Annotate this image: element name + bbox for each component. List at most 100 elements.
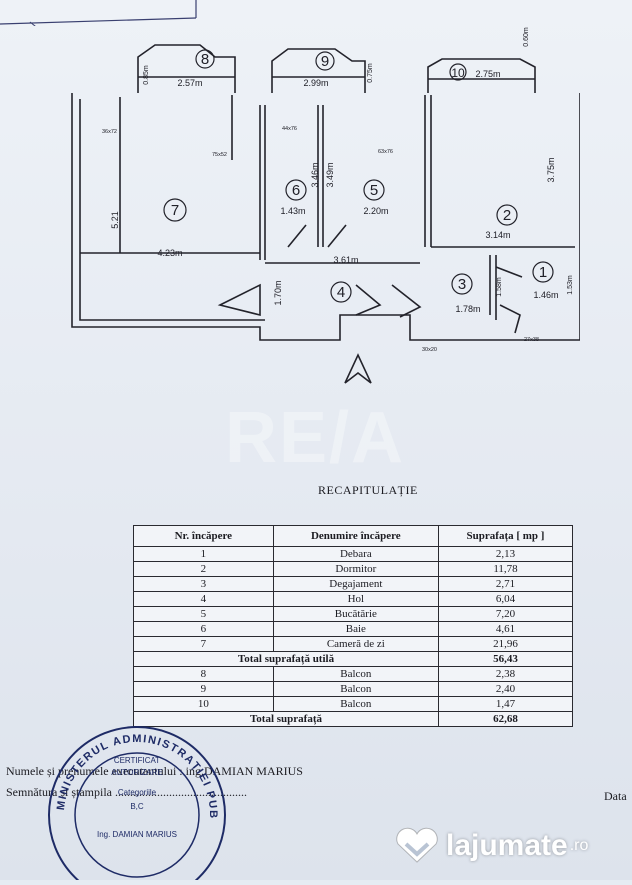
room-1-depth: 1.53m [567,275,574,295]
logo-suffix: .ro [569,837,589,854]
opening-label-b: 75x52 [212,152,227,158]
cell-area: 7,20 [438,606,573,622]
balcony-10-depth: 0.60m [523,27,530,47]
room-2-number: 2 [503,207,511,224]
official-stamp: MINISTERUL ADMINISTRAȚIEI PUBLICE CERTIF… [37,706,232,885]
date-label: Data [604,789,627,803]
stamp-line-1: CERTIFICAT [114,756,160,765]
room-5-width: 2.20m [363,206,388,216]
floor-plan: 8 9 10 1 2 3 4 5 6 7 2.57m 0.85m 2.99m 0… [60,15,581,385]
cell-nr: 1 [133,546,274,562]
balcony-10-width: 2.75m [475,69,500,79]
col-header-area: Suprafața [ mp ] [438,525,573,547]
stamp-line-2: AUTORIZARE [111,768,162,777]
balcony-9-depth: 0.75m [367,63,374,83]
cell-nr: 2 [133,561,274,577]
room-2-depth: 3.75m [546,157,556,182]
balcony-8-depth: 0.85m [143,65,150,85]
hall-width: 3.61m [333,255,358,265]
room-6-depth: 3.46m [310,162,320,187]
cell-nr: 7 [133,636,274,652]
opening-label-f: 30x20 [422,347,437,353]
room-1-width: 1.46m [533,290,558,300]
paper-edge-lines [0,0,197,26]
col-header-room-name: Denumire încăpere [272,525,440,547]
stamp-line-4: B,C [130,802,144,811]
total-area-row: Total suprafață 62,68 [132,711,573,727]
floor-plan-drawing: 8 9 10 1 2 3 4 5 6 7 2.57m 0.85m 2.99m 0… [71,27,581,384]
stamp-seal: MINISTERUL ADMINISTRAȚIEI PUBLICE CERTIF… [37,706,226,885]
cell-nr: 6 [133,621,274,637]
room-3-depth: 1.58m [496,277,503,297]
room-5-number: 5 [370,182,378,199]
useful-area-label: Total suprafață utilă [132,651,440,667]
cell-name: Balcon [272,681,440,697]
room-7-number: 7 [171,202,179,219]
cell-area: 21,96 [438,636,573,652]
room-2-width: 3.14m [485,230,510,240]
cell-area: 1,47 [438,696,573,712]
room-3-number: 3 [458,276,466,293]
balcony-9-number: 9 [321,53,329,70]
cell-nr: 10 [133,696,274,712]
cell-name: Debara [272,546,440,562]
recap-title: RECAPITULAȚIE [318,483,418,497]
cell-area: 2,13 [438,546,573,562]
opening-label-a: 36x72 [102,129,117,135]
useful-area-value: 56,43 [438,651,573,667]
room-4-number: 4 [337,284,345,301]
cell-area: 11,78 [438,561,573,577]
balcony-10-number: 10 [451,66,465,80]
cell-nr: 3 [133,576,274,592]
cell-area: 2,40 [438,681,573,697]
north-arrow-icon [344,353,372,384]
cell-area: 2,71 [438,576,573,592]
executor-line: Numele și prenumele executantului : ing.… [6,764,303,778]
balcony-8-number: 8 [201,51,209,68]
recap-table: Nr. încăpere Denumire încăpere Suprafața… [132,525,573,727]
heart-logo-icon [396,827,438,863]
room-6-width: 1.43m [280,206,305,216]
agency-watermark: RE/A [224,398,406,478]
opening-label-d: 63x76 [378,149,393,155]
room-3-width: 1.78m [455,304,480,314]
total-area-label: Total suprafață [132,711,440,727]
cell-nr: 4 [133,591,274,607]
hall-depth: 1.70m [273,280,283,305]
room-7-width: 4.23m [157,248,182,258]
cell-name: Dormitor [272,561,440,577]
room-6-number: 6 [292,182,300,199]
cell-area: 2,38 [438,666,573,682]
table-header-row: Nr. încăpere Denumire încăpere Suprafața… [133,525,573,547]
col-header-room-number: Nr. încăpere [133,525,274,547]
room-5-depth: 3.49m [325,162,335,187]
useful-area-row: Total suprafață utilă 56,43 [132,651,573,667]
balcony-9-width: 2.99m [303,78,328,88]
opening-label-c: 44x76 [282,126,297,132]
cell-area: 6,04 [438,591,573,607]
room-7-depth: 5.21 [110,211,120,229]
room-1-number: 1 [539,264,547,281]
cell-name: Balcon [272,696,440,712]
lajumate-logo: lajumate.ro [392,826,588,866]
cell-nr: 5 [133,606,274,622]
logo-brand: lajumate [446,829,568,862]
cell-nr: 9 [133,681,274,697]
opening-label-e: 27x38 [524,337,539,343]
signature-line: Semnătura și ștampila ..................… [6,785,247,799]
cell-name: Bucătărie [272,606,440,622]
stamp-line-3: Categoriile [118,788,157,797]
cell-name: Cameră de zi [272,636,440,652]
balcony-8-width: 2.57m [177,78,202,88]
cell-name: Baie [272,621,440,637]
